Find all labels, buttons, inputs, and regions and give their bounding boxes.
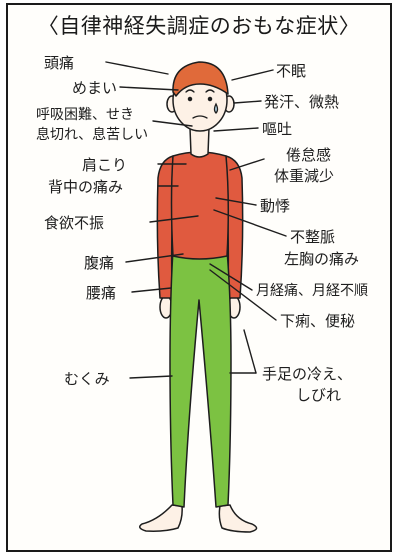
- label-menstrual-issues: 月経痛、月経不順: [256, 283, 368, 299]
- label-cold-limbs: 手足の冷え、: [262, 365, 353, 383]
- left-foot: [139, 504, 183, 532]
- label-appetite-loss: 食欲不振: [44, 214, 105, 232]
- label-palpitations: 動悸: [260, 197, 291, 215]
- label-vomiting: 嘔吐: [262, 120, 293, 138]
- label-breathing-difficulty: 呼吸困難、せき: [36, 107, 134, 123]
- label-weight-loss: 体重減少: [274, 167, 335, 185]
- label-shortness-of-breath: 息切れ、息苦しい: [36, 127, 149, 143]
- label-stiff-shoulders: 肩こり: [82, 156, 128, 174]
- diagram-title: 〈自律神経失調症のおもな症状〉: [37, 14, 361, 38]
- label-abdominal-pain: 腹痛: [84, 254, 115, 272]
- left-arm: [156, 155, 174, 299]
- label-fatigue: 倦怠感: [286, 146, 332, 164]
- label-back-pain: 背中の痛み: [48, 178, 124, 196]
- label-insomnia: 不眠: [276, 62, 307, 80]
- label-lower-back-pain: 腰痛: [86, 284, 117, 302]
- shirt: [170, 151, 230, 260]
- label-headache: 頭痛: [44, 54, 75, 72]
- label-diarrhea-constipation: 下痢、便秘: [280, 312, 356, 330]
- label-arrhythmia: 不整脈: [290, 228, 336, 246]
- label-sweating-fever: 発汗、微熱: [264, 93, 340, 111]
- neck: [189, 127, 210, 158]
- pants: [169, 249, 232, 508]
- label-numbness: しびれ: [296, 386, 342, 404]
- label-dizziness: めまい: [72, 79, 118, 97]
- right-foot: [218, 504, 258, 533]
- label-swelling: むくみ: [64, 370, 110, 388]
- hair: [172, 61, 229, 97]
- label-left-chest-pain: 左胸の痛み: [284, 250, 360, 268]
